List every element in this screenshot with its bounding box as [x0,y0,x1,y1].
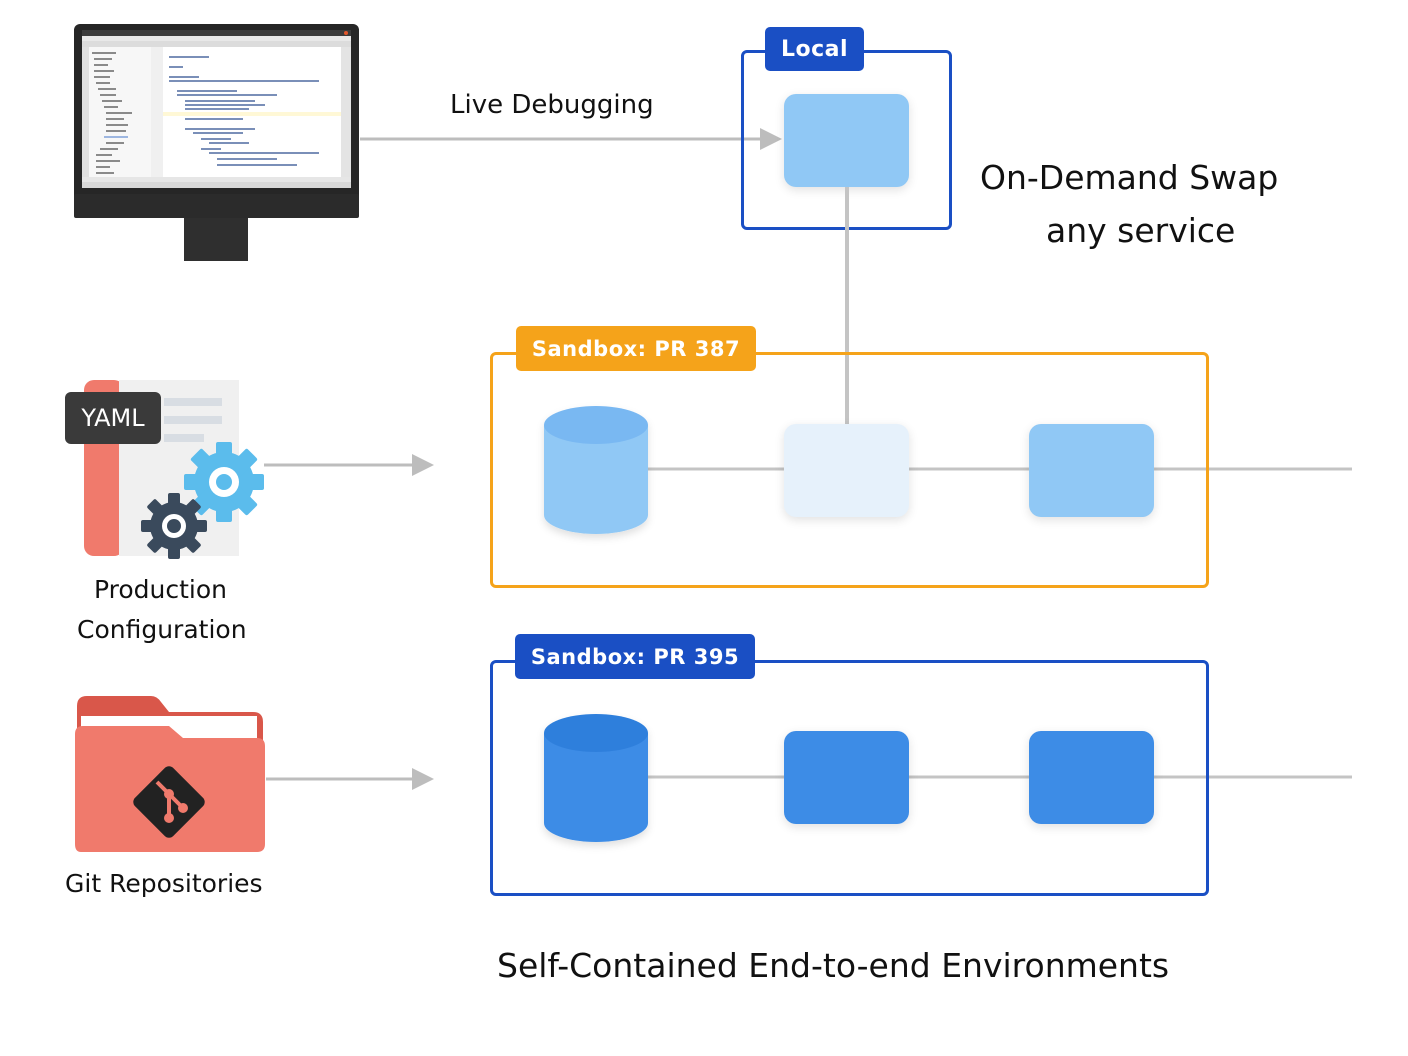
sandbox-395-service-b [1029,731,1154,824]
yaml-config-icon [64,378,264,559]
monitor-icon [74,24,359,264]
sandbox-395-box [490,660,1209,896]
sandbox-387-box [490,352,1209,588]
database-icon [543,405,649,535]
sandbox-395-badge: Sandbox: PR 395 [515,634,755,679]
local-service [784,94,909,187]
local-caption-line2: any service [1046,211,1236,250]
local-badge: Local [765,27,864,71]
git-folder-icon [73,694,265,852]
database-icon [543,713,649,843]
live-debugging-label: Live Debugging [450,90,654,120]
local-caption-line1: On-Demand Swap [980,158,1279,197]
git-repos-label: Git Repositories [65,869,263,898]
sandbox-387-badge: Sandbox: PR 387 [516,326,756,371]
prod-config-label-line1: Production [94,575,228,604]
sandbox-387-service-swapped [784,424,909,517]
footer-caption: Self-Contained End-to-end Environments [497,946,1170,985]
yaml-badge: YAML [65,392,161,444]
sandbox-387-service [1029,424,1154,517]
prod-config-label-line2: Configuration [77,615,247,644]
sandbox-395-service-a [784,731,909,824]
